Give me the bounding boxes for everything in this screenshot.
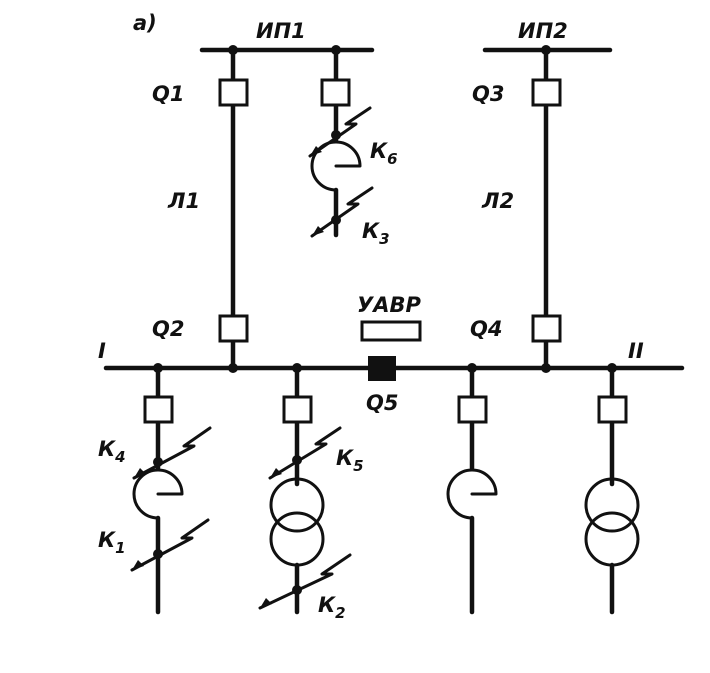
- bus-section-1-label: I: [98, 339, 106, 363]
- source-ip1-label: ИП1: [256, 19, 306, 43]
- fault-k3-lightning-icon: [310, 186, 374, 238]
- feeder-2-transformer: [269, 365, 325, 615]
- fault-k6-label: К6: [370, 139, 398, 168]
- fault-k4-label: К4: [98, 437, 126, 466]
- fault-k5-label: К5: [336, 446, 364, 475]
- line-l1-label: Л1: [167, 189, 200, 213]
- breaker-q4-label: Q4: [470, 317, 502, 341]
- main-busbar: [103, 363, 685, 373]
- breaker-q3-label: Q3: [472, 82, 504, 106]
- breaker-feeder-4: [597, 395, 628, 424]
- fault-k4-lightning-icon: [132, 426, 212, 480]
- breaker-q3: [531, 78, 562, 107]
- fault-k5-lightning-icon: [268, 426, 342, 480]
- feeder-4-transformer: [584, 365, 640, 615]
- bus-section-2-label: II: [628, 339, 644, 363]
- fault-k1-label: К1: [98, 528, 126, 557]
- breaker-q5-label: Q5: [366, 391, 398, 415]
- avr-device-label: УАВР: [357, 293, 421, 317]
- source-ip2-label: ИП2: [518, 19, 568, 43]
- breaker-feeder-2: [282, 395, 313, 424]
- breaker-q5-sectional: [368, 356, 396, 381]
- breaker-feeder-3: [457, 395, 488, 424]
- fault-k2-label: К2: [318, 593, 346, 622]
- breaker-q1: [218, 78, 249, 107]
- breaker-q4: [531, 314, 562, 343]
- fault-k3-label: К3: [362, 219, 390, 248]
- breaker-q1-label: Q1: [152, 82, 184, 106]
- panel-label: а): [133, 11, 157, 35]
- fault-k6-lightning-icon: [308, 106, 372, 158]
- breaker-feeder-1: [143, 395, 174, 424]
- fault-k2-lightning-icon: [258, 553, 352, 610]
- source-ip1-busbar: [199, 45, 375, 55]
- fault-k1-lightning-icon: [130, 518, 210, 572]
- avr-device: [360, 320, 422, 342]
- breaker-ip1-feeder: [320, 78, 351, 107]
- breaker-q2-label: Q2: [152, 317, 184, 341]
- breaker-q2: [218, 314, 249, 343]
- line-l2-label: Л2: [481, 189, 514, 213]
